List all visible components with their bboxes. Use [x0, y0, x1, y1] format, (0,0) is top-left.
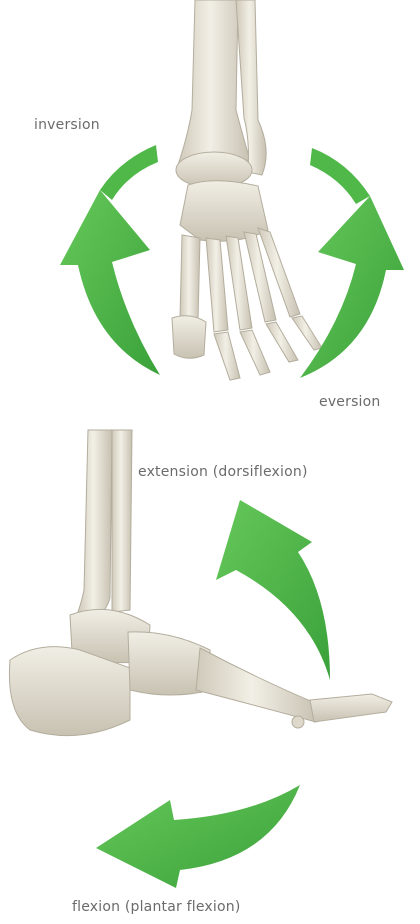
eversion-label: eversion [319, 394, 381, 410]
tarsals-front [180, 181, 268, 242]
phalanges-side [310, 694, 392, 722]
inversion-label: inversion [34, 117, 100, 133]
toe-5-front [292, 316, 322, 350]
front-foot-skeleton [172, 0, 322, 380]
metatarsals-side [196, 648, 320, 722]
sesamoid [292, 716, 304, 728]
flexion-arrow [96, 785, 300, 888]
extension-label: extension (dorsiflexion) [138, 464, 308, 480]
metatarsal-1 [180, 235, 200, 320]
tibia-side [78, 430, 112, 616]
extension-arrow [216, 500, 330, 680]
eversion-arrow [300, 196, 404, 378]
eversion-arrow-top [310, 148, 370, 204]
toe-4-front [266, 322, 298, 362]
toe-2-front [214, 332, 240, 380]
inversion-arrow [60, 190, 160, 375]
toe-3-front [240, 330, 270, 375]
inversion-arrow-top [100, 145, 158, 200]
metatarsal-2 [206, 238, 228, 332]
big-toe-front [172, 316, 206, 359]
flexion-label: flexion (plantar flexion) [72, 899, 240, 915]
fibula-side [112, 430, 132, 612]
